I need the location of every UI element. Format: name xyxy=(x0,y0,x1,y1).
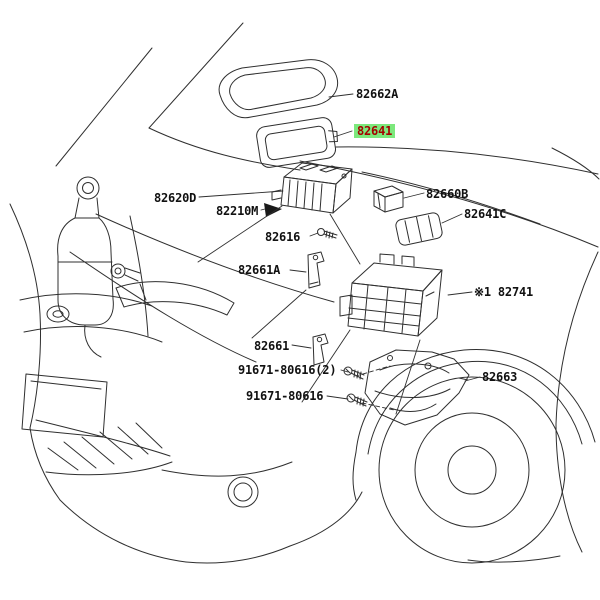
part-label-82661[interactable]: 82661 xyxy=(254,339,290,353)
part-label-82620d[interactable]: 82620D xyxy=(154,191,197,205)
part-label-82641-highlighted[interactable]: 82641 xyxy=(354,124,396,138)
part-82641c-cover-art xyxy=(395,212,443,246)
part-82210m-pointer-art xyxy=(264,203,282,217)
part-82641-box-art xyxy=(256,117,338,168)
part-label-82741[interactable]: ※1 82741 xyxy=(474,285,534,299)
part-82620d-fusebox-art xyxy=(271,162,353,214)
part-label-82641c[interactable]: 82641C xyxy=(464,207,507,221)
part-label-82663[interactable]: 82663 xyxy=(482,370,518,384)
part-label-82662a[interactable]: 82662A xyxy=(356,87,399,101)
part-label-91671-80616-2[interactable]: 91671-80616(2) xyxy=(238,363,337,377)
car-body-art xyxy=(9,22,600,564)
part-82661a-bracket-art xyxy=(307,251,325,289)
part-label-91671-80616[interactable]: 91671-80616 xyxy=(246,389,324,403)
part-82663-cover-art xyxy=(364,349,470,426)
part-82660b-relay-art xyxy=(373,185,404,213)
screw-91671-lower-art xyxy=(346,393,368,407)
part-label-82210m[interactable]: 82210M xyxy=(216,204,259,218)
part-82661-bracket-art xyxy=(312,333,329,366)
part-label-82661a[interactable]: 82661A xyxy=(238,263,281,277)
part-82616-bolt-art xyxy=(317,228,338,239)
part-label-82660b[interactable]: 82660B xyxy=(426,187,469,201)
leader-lines xyxy=(197,93,481,415)
part-82662a-cover-art xyxy=(218,59,339,119)
part-82741-junction-block-art xyxy=(339,253,443,337)
screw-91671-upper-art xyxy=(343,366,365,380)
part-label-82616[interactable]: 82616 xyxy=(265,230,301,244)
